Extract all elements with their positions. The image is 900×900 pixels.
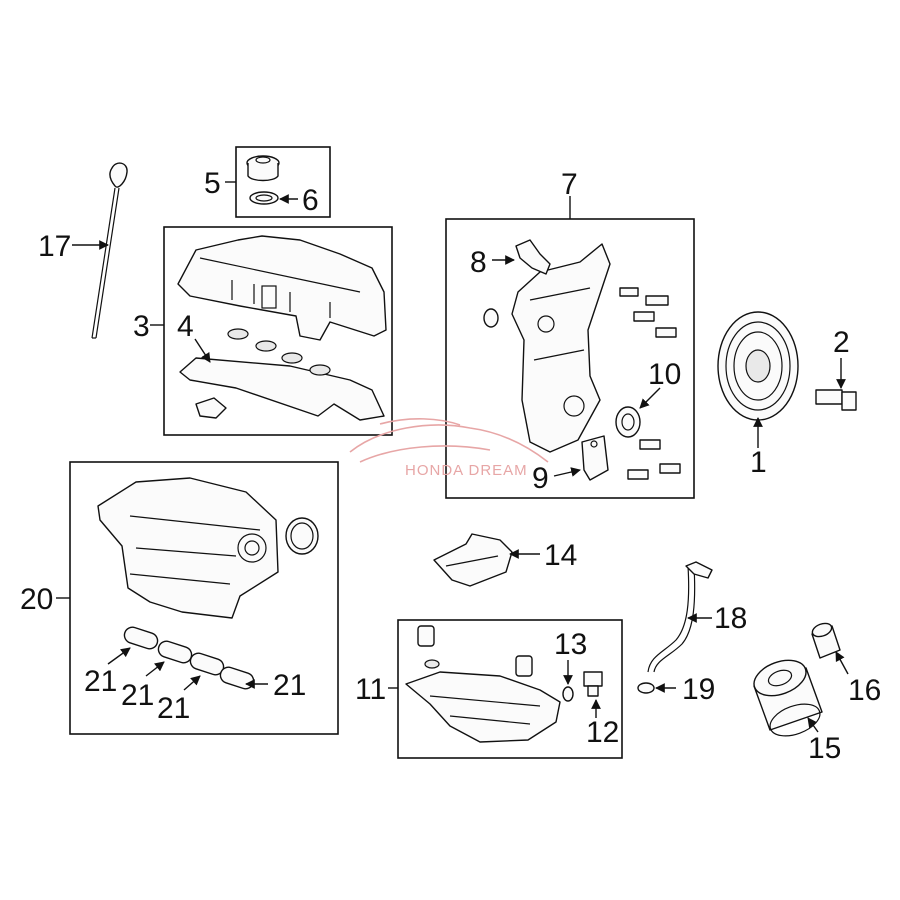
callout-19: 19 (682, 673, 715, 706)
chain-case-gasket (515, 239, 551, 275)
pulley-bolt (815, 389, 857, 411)
dipstick-tube-o-ring (637, 682, 655, 694)
chain-case (511, 243, 611, 453)
callout-21-second: 21 (121, 679, 154, 712)
oil-filler-cap (246, 155, 280, 182)
callout-21-first: 21 (84, 665, 117, 698)
callout-21-third: 21 (157, 692, 190, 725)
callout-10: 10 (648, 358, 681, 391)
oil-filler-cap-gasket (249, 191, 279, 205)
oil-pan-dowels (417, 625, 533, 677)
callout-11: 11 (355, 673, 386, 706)
crankshaft-oil-seal (615, 406, 641, 438)
chain-case-bolts (619, 287, 681, 480)
leader-lines (56, 181, 849, 733)
oil-level-dipstick (91, 162, 128, 339)
callout-15: 15 (808, 732, 841, 765)
callout-6: 6 (302, 184, 319, 217)
callout-16: 16 (848, 674, 881, 707)
callout-14: 14 (544, 539, 577, 572)
callout-13: 13 (554, 628, 587, 661)
callout-18: 18 (714, 602, 747, 635)
callout-9: 9 (532, 462, 549, 495)
cover-plate (581, 435, 609, 481)
group-box-head-cover (163, 226, 393, 436)
head-cover-gasket (179, 328, 385, 421)
callout-21-fourth: 21 (273, 669, 306, 702)
baffle-plate (433, 533, 513, 587)
callout-7: 7 (561, 168, 578, 201)
manifold-o-ring (285, 517, 319, 555)
intake-manifold (97, 477, 279, 619)
oil-pan (405, 671, 561, 743)
callout-17: 17 (38, 230, 71, 263)
callout-20: 20 (20, 583, 53, 616)
o-ring-small (483, 308, 499, 328)
drain-washer (562, 686, 574, 702)
callout-3: 3 (133, 310, 150, 343)
oil-filter-boss (811, 622, 841, 659)
group-box-oil-pan (397, 619, 623, 759)
callout-8: 8 (470, 246, 487, 279)
callout-labels: 1 2 3 4 5 6 7 8 9 10 11 12 13 14 15 16 1… (20, 167, 881, 765)
oil-filter (753, 659, 823, 737)
cylinder-head-cover (177, 235, 387, 341)
callout-5: 5 (204, 167, 221, 200)
watermark-text: HONDA DREAM (405, 462, 528, 479)
honda-dream-watermark: HONDA DREAM (349, 418, 549, 479)
callout-1: 1 (750, 446, 767, 479)
dipstick-tube (647, 561, 713, 673)
callout-4: 4 (177, 310, 194, 343)
drain-bolt (583, 671, 603, 697)
callout-12: 12 (586, 716, 619, 749)
crankshaft-pulley (717, 311, 799, 421)
callout-2: 2 (833, 326, 850, 359)
